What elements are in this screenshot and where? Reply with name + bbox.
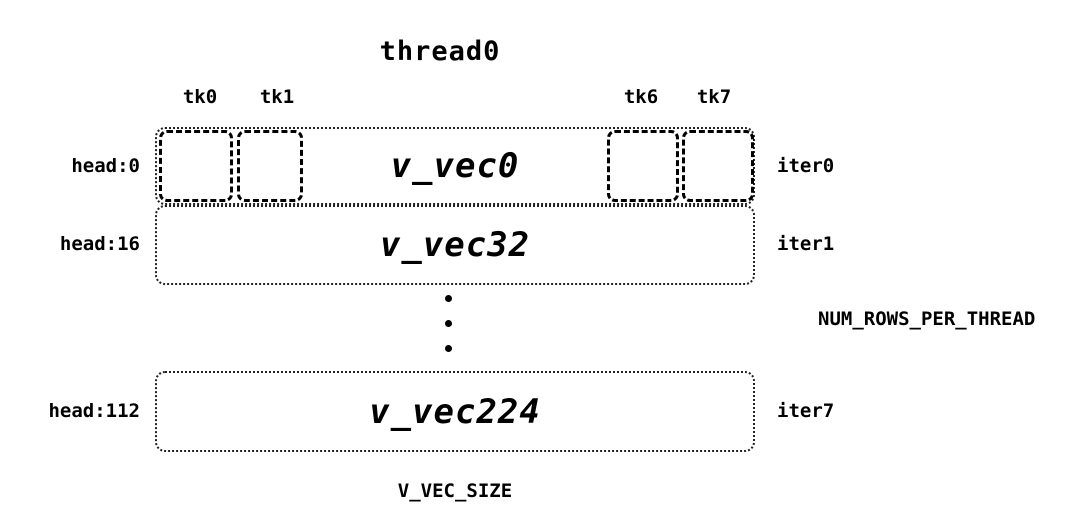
v-vec32-label: v_vec32	[379, 225, 531, 265]
tk0-label: tk0	[182, 86, 218, 108]
v-vec-size-label: V_VEC_SIZE	[397, 480, 513, 502]
head16-label: head:16	[59, 233, 140, 255]
vertical-ellipsis-icon	[444, 295, 452, 370]
ellipsis-dot	[444, 345, 452, 352]
tk1-label: tk1	[259, 86, 295, 108]
v-vec224-row: v_vec224	[155, 371, 755, 452]
iter1-label: iter1	[777, 233, 835, 255]
tk6-cell	[607, 130, 679, 202]
ellipsis-dot	[444, 295, 452, 302]
head0-label: head:0	[71, 155, 140, 177]
v-vec0-label: v_vec0	[390, 146, 520, 186]
v-vec0-row: v_vec0	[155, 127, 755, 205]
ellipsis-dot	[444, 320, 452, 327]
v-vec224-label: v_vec224	[369, 391, 541, 432]
iter0-label: iter0	[777, 155, 835, 177]
tk7-label: tk7	[696, 86, 732, 108]
tk1-cell	[237, 130, 303, 202]
num-rows-per-thread-label: NUM_ROWS_PER_THREAD	[818, 308, 1036, 330]
tk6-label: tk6	[623, 86, 659, 108]
head112-label: head:112	[48, 400, 140, 422]
diagram-title: thread0	[379, 36, 501, 67]
tk0-cell	[159, 130, 233, 202]
iter7-label: iter7	[777, 400, 835, 422]
tk7-cell	[682, 130, 754, 202]
v-vec32-row: v_vec32	[155, 205, 755, 285]
